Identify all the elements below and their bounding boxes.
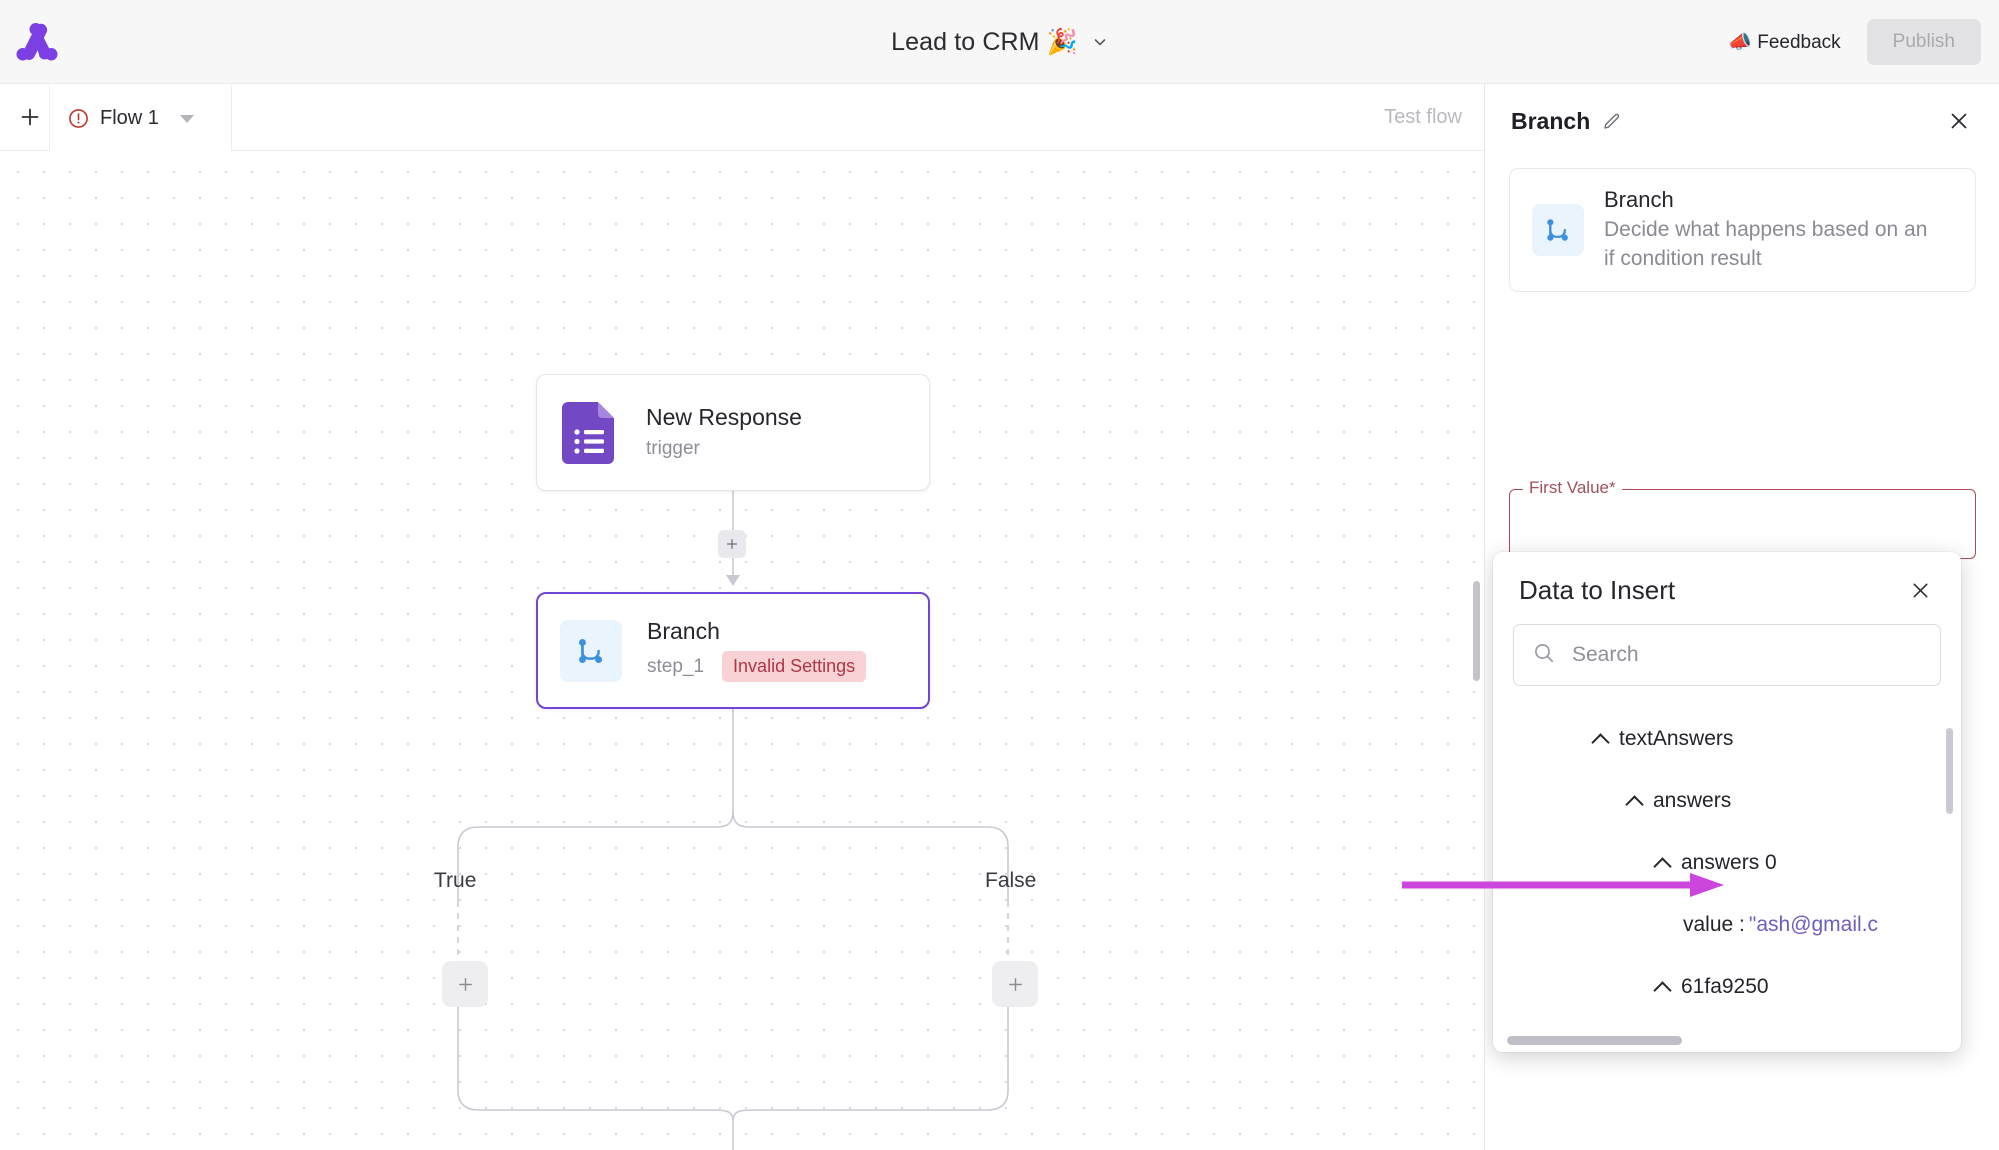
tree-node-answers-0[interactable]: answers 0 (1493, 832, 1961, 894)
warning-circle-icon (68, 108, 89, 129)
piece-info-card: Branch Decide what happens based on an i… (1509, 168, 1976, 292)
tree-label: textAnswers (1619, 727, 1734, 750)
node-title: New Response (646, 404, 802, 431)
panel-header: Branch (1485, 84, 1999, 158)
tree-label: 61fa9250 (1681, 975, 1769, 998)
add-flow-tab-button[interactable] (10, 97, 50, 137)
chevron-up-icon[interactable] (1655, 855, 1671, 871)
node-subtitle-row: step_1 Invalid Settings (647, 651, 867, 683)
plus-icon (21, 108, 39, 126)
plus-icon (1008, 977, 1022, 991)
tree-label: answers 0 (1681, 851, 1777, 874)
node-title: Branch (647, 617, 720, 644)
flow-canvas[interactable]: New Response trigger (0, 151, 1484, 1150)
data-to-insert-popup: Data to Insert Search (1493, 552, 1961, 1052)
first-value-label: First Value* (1523, 478, 1622, 498)
data-tree[interactable]: textAnswers answers answers 0 value : "a… (1493, 708, 1961, 1030)
flow-title[interactable]: Lead to CRM 🎉 (0, 0, 1999, 84)
branch-icon (1532, 204, 1584, 256)
flow-title-text: Lead to CRM 🎉 (891, 27, 1078, 56)
chevron-up-icon[interactable] (1593, 731, 1609, 747)
piece-description: Decide what happens based on an if condi… (1604, 218, 1928, 270)
first-value-field[interactable]: First Value* (1509, 478, 1976, 559)
tree-leaf-value[interactable]: value : "ash@gmail.c (1493, 894, 1961, 956)
flow-node-new-response[interactable]: New Response trigger (536, 374, 930, 491)
node-texts: Branch step_1 Invalid Settings (647, 617, 867, 683)
panel-title: Branch (1511, 107, 1591, 134)
tab-label: Flow 1 (100, 107, 159, 129)
tab-flow-1[interactable]: Flow 1 (49, 84, 232, 151)
piece-texts: Branch Decide what happens based on an i… (1604, 187, 1934, 273)
chevron-up-icon[interactable] (1655, 979, 1671, 995)
add-step-button-after-trigger[interactable] (718, 530, 746, 558)
node-subtitle-row: trigger (646, 438, 802, 460)
flow-connectors (457, 491, 1009, 1150)
feedback-label: 📣 Feedback (1728, 32, 1841, 53)
publish-button[interactable]: Publish (1866, 19, 1981, 65)
activepieces-logo-icon[interactable] (14, 18, 60, 66)
tree-label: answers (1653, 789, 1732, 812)
data-search-input[interactable]: Search (1513, 624, 1941, 686)
search-icon (1532, 641, 1556, 670)
top-bar: Lead to CRM 🎉 📣 Feedback Publish (0, 0, 1999, 84)
canvas-vertical-scrollbar[interactable] (1473, 581, 1480, 681)
caret-down-icon[interactable] (179, 114, 194, 123)
node-subtitle: trigger (646, 437, 700, 459)
chevron-up-icon[interactable] (1627, 793, 1643, 809)
plus-icon (726, 538, 738, 550)
chevron-down-icon[interactable] (1092, 34, 1108, 54)
feedback-button[interactable]: 📣 Feedback (1718, 22, 1850, 62)
close-panel-button[interactable] (1944, 106, 1974, 136)
topbar-actions: 📣 Feedback Publish (1718, 0, 1981, 84)
branch-label-false: False (985, 869, 1037, 892)
branch-icon (560, 619, 622, 682)
tree-node-61fa9250[interactable]: 61fa9250 (1493, 956, 1961, 1018)
data-to-insert-title: Data to Insert (1519, 574, 1676, 605)
add-step-button-false-branch[interactable] (992, 961, 1038, 1007)
branch-label-true: True (434, 869, 477, 892)
first-value-input[interactable] (1509, 489, 1976, 559)
add-step-button-true-branch[interactable] (442, 961, 488, 1007)
search-placeholder: Search (1572, 643, 1639, 666)
node-subtitle: step_1 (647, 655, 705, 677)
close-icon (1913, 583, 1927, 597)
tree-node-textanswers[interactable]: textAnswers (1493, 708, 1961, 770)
tree-label: value : (1683, 913, 1745, 936)
close-icon (1951, 113, 1967, 129)
plus-icon (458, 977, 472, 991)
node-texts: New Response trigger (646, 405, 802, 459)
google-forms-icon (559, 401, 621, 464)
step-settings-panel: Branch (1484, 84, 1999, 1150)
flow-node-branch[interactable]: Branch step_1 Invalid Settings (536, 592, 930, 709)
flow-tab-strip: Flow 1 Test flow (0, 84, 1484, 151)
piece-name: Branch (1604, 187, 1674, 213)
test-flow-button[interactable]: Test flow (1384, 106, 1462, 128)
tree-value: "ash@gmail.c (1748, 913, 1879, 936)
data-to-insert-header: Data to Insert (1493, 552, 1961, 628)
pencil-icon[interactable] (1602, 111, 1622, 131)
tree-node-answers[interactable]: answers (1493, 770, 1961, 832)
data-tree-horizontal-scrollbar[interactable] (1507, 1036, 1682, 1045)
data-tree-vertical-scrollbar[interactable] (1946, 728, 1953, 814)
close-data-to-insert-button[interactable] (1905, 575, 1935, 605)
status-badge: Invalid Settings (722, 651, 867, 683)
